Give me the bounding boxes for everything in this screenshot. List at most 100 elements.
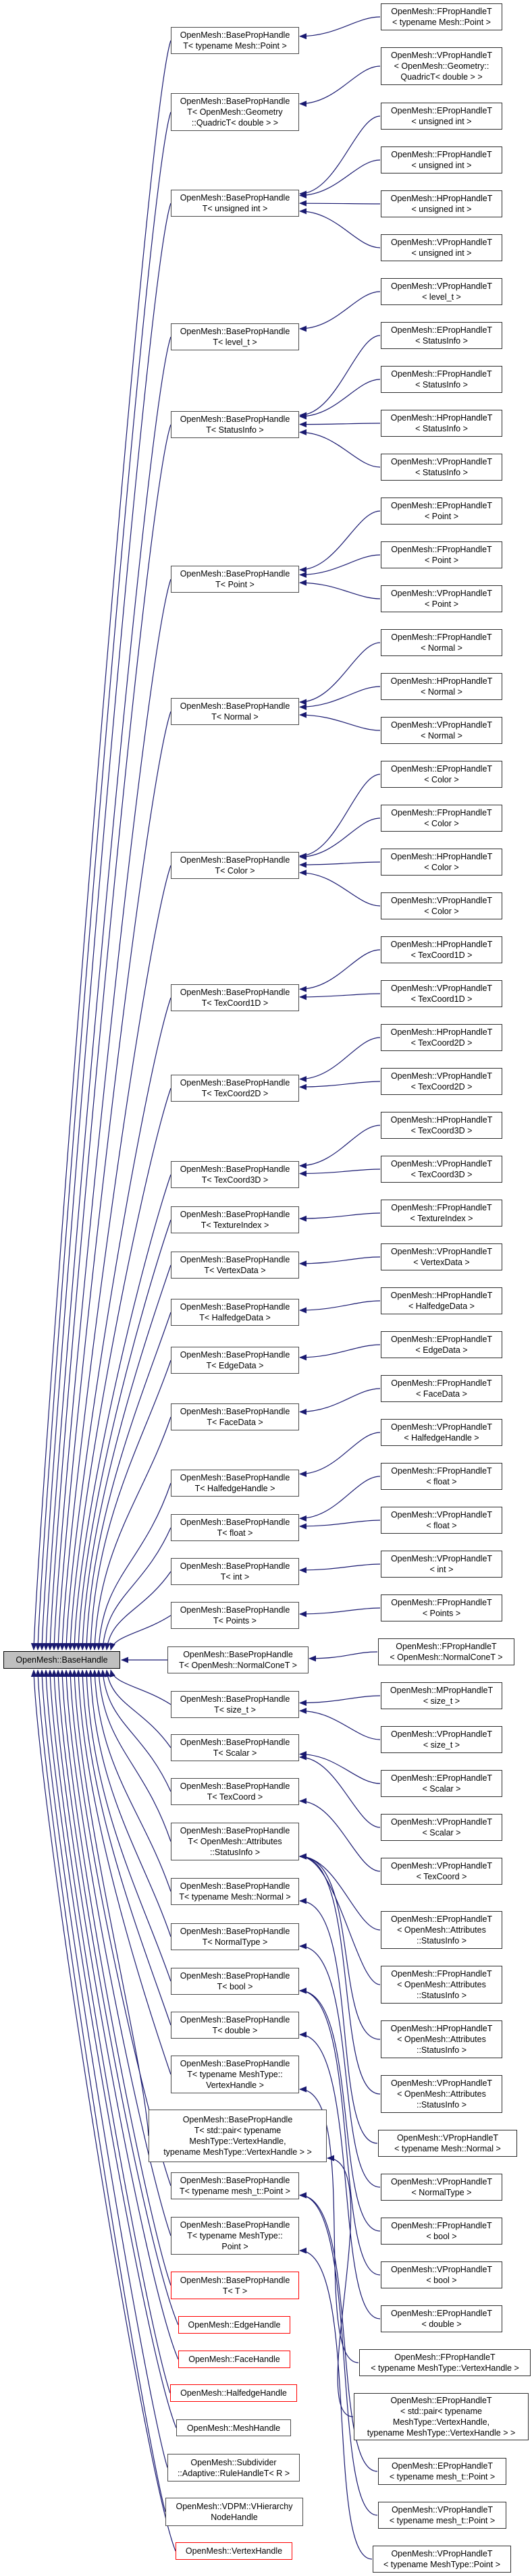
class-node-facehandle[interactable]: OpenMesh::FaceHandle — [178, 2351, 290, 2368]
class-node-hprop-unsigned-int[interactable]: OpenMesh::HPropHandleT< unsigned int > — [381, 190, 502, 217]
class-node-fprop-mesh-point[interactable]: OpenMesh::FPropHandleT< typename Mesh::P… — [381, 3, 502, 30]
class-node-vprop-unsigned-int[interactable]: OpenMesh::VPropHandleT< unsigned int > — [381, 234, 502, 261]
class-node-fprop-bool[interactable]: OpenMesh::FPropHandleT< bool > — [381, 2218, 502, 2245]
class-node-vprop-level-t[interactable]: OpenMesh::VPropHandleT< level_t > — [381, 278, 502, 305]
class-node-fprop-point[interactable]: OpenMesh::FPropHandleT< Point > — [381, 541, 502, 568]
class-node-fprop-textureindex[interactable]: OpenMesh::FPropHandleT< TextureIndex > — [381, 1200, 502, 1227]
class-node-vertexhandle[interactable]: OpenMesh::VertexHandle — [176, 2542, 292, 2560]
class-node-hprop-halfedgedata[interactable]: OpenMesh::HPropHandleT< HalfedgeData > — [381, 1287, 502, 1314]
class-node-fprop-attr-statusinfo[interactable]: OpenMesh::FPropHandleT< OpenMesh::Attrib… — [381, 1966, 502, 2004]
class-node-vprop-attr-statusinfo[interactable]: OpenMesh::VPropHandleT< OpenMesh::Attrib… — [381, 2075, 502, 2113]
class-node-vprop-meshtype-point[interactable]: OpenMesh::VPropHandleT< typename MeshTyp… — [373, 2546, 511, 2573]
class-node-vprop-scalar[interactable]: OpenMesh::VPropHandleT< Scalar > — [381, 1814, 502, 1841]
class-node-vprop-mesht-point[interactable]: OpenMesh::VPropHandleT< typename mesh_t:… — [378, 2502, 506, 2529]
class-node-vprop-float[interactable]: OpenMesh::VPropHandleT< float > — [381, 1507, 502, 1534]
class-node-hprop-attr-statusinfo[interactable]: OpenMesh::HPropHandleT< OpenMesh::Attrib… — [381, 2020, 502, 2058]
class-node-fprop-color[interactable]: OpenMesh::FPropHandleT< Color > — [381, 805, 502, 832]
class-node-hprop-texcoord3d[interactable]: OpenMesh::HPropHandleT< TexCoord3D > — [381, 1112, 502, 1139]
class-node-hprop-color[interactable]: OpenMesh::HPropHandleT< Color > — [381, 849, 502, 876]
inheritance-edge — [299, 1607, 381, 1617]
class-node-vprop-normal[interactable]: OpenMesh::VPropHandleT< Normal > — [381, 717, 502, 744]
class-node-eprop-attr-statusinfo[interactable]: OpenMesh::EPropHandleT< OpenMesh::Attrib… — [381, 1911, 502, 1949]
class-node-fprop-normal[interactable]: OpenMesh::FPropHandleT< Normal > — [381, 629, 502, 656]
class-node-eprop-double[interactable]: OpenMesh::EPropHandleT< double > — [381, 2305, 502, 2332]
class-node-vprop-normaltype[interactable]: OpenMesh::VPropHandleT< NormalType > — [381, 2174, 502, 2201]
class-node-fprop-facedata[interactable]: OpenMesh::FPropHandleT< FaceData > — [381, 1375, 502, 1402]
class-node-fprop-float[interactable]: OpenMesh::FPropHandleT< float > — [381, 1463, 502, 1490]
class-node-eprop-unsigned-int[interactable]: OpenMesh::EPropHandleT< unsigned int > — [381, 103, 502, 130]
class-node-vprop-mesh-normal[interactable]: OpenMesh::VPropHandleT< typename Mesh::N… — [378, 2130, 517, 2157]
class-node-fprop-meshtype-vertexhandle[interactable]: OpenMesh::FPropHandleT< typename MeshTyp… — [359, 2349, 531, 2376]
inheritance-edge — [299, 2031, 381, 2319]
class-node-halfedgehandle[interactable]: OpenMesh::HalfedgeHandle — [170, 2384, 297, 2402]
class-node-hprop-statusinfo[interactable]: OpenMesh::HPropHandleT< StatusInfo > — [381, 410, 502, 437]
class-node-meshhandle[interactable]: OpenMesh::MeshHandle — [176, 2419, 291, 2436]
class-node-eprop-scalar[interactable]: OpenMesh::EPropHandleT< Scalar > — [381, 1770, 502, 1797]
class-node-hprop-texcoord1d[interactable]: OpenMesh::HPropHandleT< TexCoord1D > — [381, 936, 502, 963]
class-node-fprop-normalconet[interactable]: OpenMesh::FPropHandleT< OpenMesh::Normal… — [378, 1638, 514, 1665]
class-node-eprop-edgedata[interactable]: OpenMesh::EPropHandleT< EdgeData > — [381, 1331, 502, 1358]
class-node-vprop-bool[interactable]: OpenMesh::VPropHandleT< bool > — [381, 2261, 502, 2288]
class-node-vprop-vertexdata[interactable]: OpenMesh::VPropHandleT< VertexData > — [381, 1243, 502, 1270]
class-node-vprop-texcoord1d[interactable]: OpenMesh::VPropHandleT< TexCoord1D > — [381, 980, 502, 1007]
class-node-vprop-halfedgehandle[interactable]: OpenMesh::VPropHandleT< HalfedgeHandle > — [381, 1419, 502, 1446]
class-node-edgehandle[interactable]: OpenMesh::EdgeHandle — [178, 2316, 290, 2334]
class-node-vprop-quadric-double[interactable]: OpenMesh::VPropHandleT< OpenMesh::Geomet… — [381, 47, 502, 85]
class-node-vprop-texcoord[interactable]: OpenMesh::VPropHandleT< TexCoord > — [381, 1858, 502, 1885]
class-node-hprop-normal[interactable]: OpenMesh::HPropHandleT< Normal > — [381, 673, 502, 700]
class-node-vprop-point[interactable]: OpenMesh::VPropHandleT< Point > — [381, 585, 502, 612]
class-node-vprop-texcoord2d[interactable]: OpenMesh::VPropHandleT< TexCoord2D > — [381, 1068, 502, 1095]
class-node-fprop-points[interactable]: OpenMesh::FPropHandleT< Points > — [381, 1594, 502, 1621]
class-node-eprop-point[interactable]: OpenMesh::EPropHandleT< Point > — [381, 498, 502, 525]
class-node-vprop-texcoord3d[interactable]: OpenMesh::VPropHandleT< TexCoord3D > — [381, 1156, 502, 1183]
class-node-vprop-size-t[interactable]: OpenMesh::VPropHandleT< size_t > — [381, 1726, 502, 1753]
class-node-fprop-statusinfo[interactable]: OpenMesh::FPropHandleT< StatusInfo > — [381, 366, 502, 393]
class-node-vprop-color[interactable]: OpenMesh::VPropHandleT< Color > — [381, 892, 502, 919]
class-node-eprop-mesht-point[interactable]: OpenMesh::EPropHandleT< typename mesh_t:… — [378, 2458, 506, 2485]
class-node-mprop-size-t[interactable]: OpenMesh::MPropHandleT< size_t > — [381, 1682, 502, 1709]
class-node-hprop-texcoord2d[interactable]: OpenMesh::HPropHandleT< TexCoord2D > — [381, 1024, 502, 1051]
class-node-eprop-std-pair[interactable]: OpenMesh::EPropHandleT< std::pair< typen… — [354, 2393, 529, 2440]
class-node-eprop-color[interactable]: OpenMesh::EPropHandleT< Color > — [381, 761, 502, 788]
class-node-rulehandlet[interactable]: OpenMesh::Subdivider::Adaptive::RuleHand… — [167, 2454, 300, 2481]
class-node-vprop-int[interactable]: OpenMesh::VPropHandleT< int > — [381, 1551, 502, 1578]
class-node-eprop-statusinfo[interactable]: OpenMesh::EPropHandleT< StatusInfo > — [381, 322, 502, 349]
class-node-fprop-unsigned-int[interactable]: OpenMesh::FPropHandleT< unsigned int > — [381, 146, 502, 173]
class-node-vprop-statusinfo[interactable]: OpenMesh::VPropHandleT< StatusInfo > — [381, 454, 502, 481]
